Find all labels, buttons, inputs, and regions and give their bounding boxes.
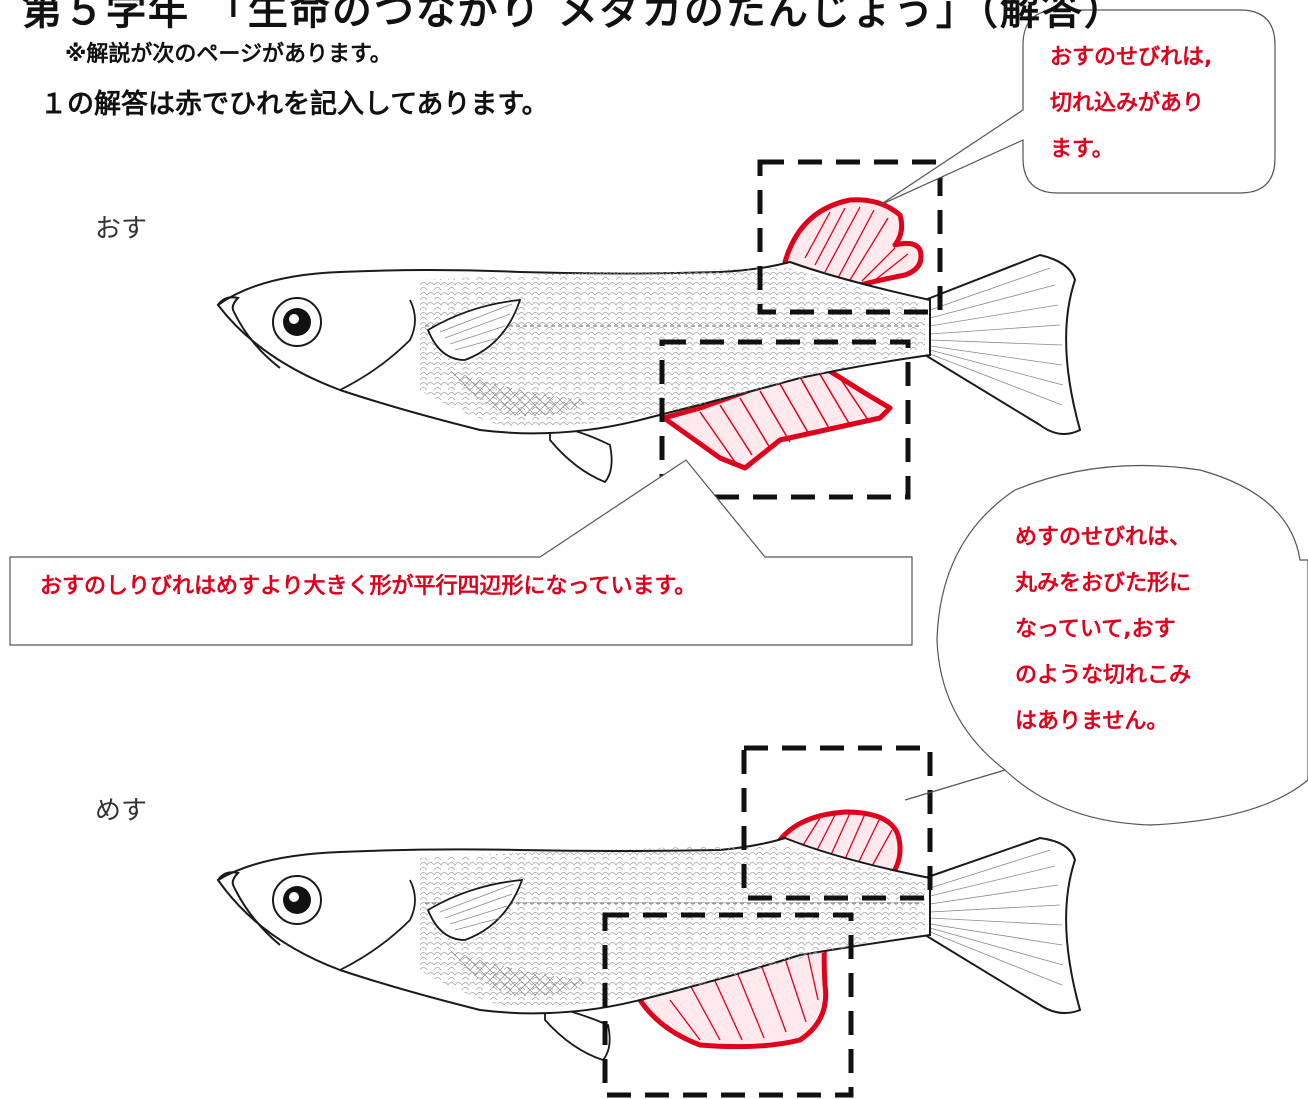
- female-fish: [216, 809, 1082, 1062]
- male-pectoral-fin: [426, 298, 522, 361]
- female-dorsal-dashed-box: [741, 745, 933, 901]
- female-pelvic-fin: [544, 1003, 611, 1062]
- callout-line: 切れ込みがあり: [1050, 91, 1205, 116]
- explanation-note: ※解説が次のページがあります。: [65, 42, 392, 67]
- callout-line: ます。: [1050, 137, 1114, 162]
- male-tail-fin: [924, 253, 1082, 435]
- male-dorsal-bubble: [879, 9, 1276, 206]
- female-dorsal-callout-text: めすのせびれは、 丸みをおびた形に なっていて,おす のような切れこみ はありま…: [1015, 515, 1191, 745]
- male-label: おす: [95, 214, 148, 244]
- callout-line: おすのせびれは,: [1050, 45, 1213, 70]
- instruction-text: １の解答は赤でひれを記入してあります。: [40, 89, 549, 120]
- male-anal-callout-text: おすのしりびれはめすより大きく形が平行四辺形になっています。: [40, 574, 697, 599]
- female-tail-fin: [924, 836, 1082, 1015]
- male-dorsal-callout-text: おすのせびれは, 切れ込みがあり ます。: [1050, 35, 1212, 173]
- female-pectoral-fin: [426, 878, 524, 941]
- male-pelvic-fin: [549, 423, 613, 484]
- male-fish: [216, 197, 1082, 484]
- callout-line: 丸みをおびた形に: [1015, 571, 1192, 596]
- page-title: 第５学年 「生命のつながり メダカのたんじょう」（解答）: [22, 0, 1126, 34]
- female-dorsal-bubble: [904, 464, 1308, 826]
- female-label: めす: [95, 796, 148, 826]
- callout-line: めすのせびれは、: [1015, 525, 1192, 550]
- female-anal-dashed-box: [602, 912, 854, 1098]
- callout-line: なっていて,おす: [1015, 617, 1176, 642]
- male-anal-callout: [9, 459, 913, 646]
- callout-line: はありません。: [1015, 709, 1169, 734]
- callout-line: のような切れこみ: [1015, 663, 1192, 688]
- male-anal-dashed-box: [659, 339, 911, 500]
- male-dorsal-dashed-box: [757, 159, 943, 315]
